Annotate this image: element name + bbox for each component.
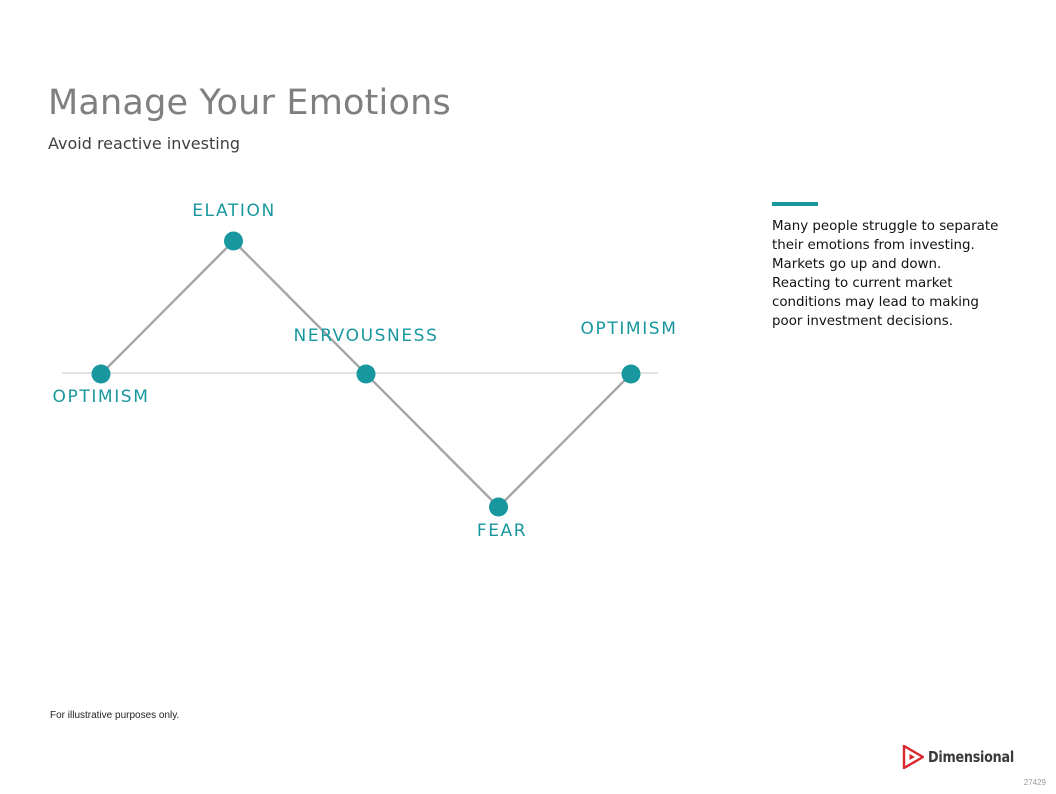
label-optimism-start: OPTIMISM (53, 387, 150, 407)
cycle-labels: OPTIMISM ELATION NERVOUSNESS FEAR OPTIMI… (53, 201, 678, 541)
cycle-points (91, 231, 641, 517)
brand-logo: Dimensional (902, 745, 1029, 769)
brand-name: Dimensional (928, 748, 1014, 766)
point-nervousness (356, 364, 376, 384)
explanation-text: Many people struggle to separate their e… (772, 219, 999, 329)
label-optimism-end: OPTIMISM (581, 319, 678, 339)
page-subtitle: Avoid reactive investing (48, 134, 240, 153)
point-optimism-end (621, 364, 641, 384)
label-elation: ELATION (192, 201, 276, 221)
label-nervousness: NERVOUSNESS (294, 326, 439, 346)
point-fear (489, 497, 508, 517)
label-fear: FEAR (477, 521, 527, 541)
accent-bar (772, 202, 818, 206)
dimensional-logo-icon (902, 745, 924, 769)
point-optimism-start (91, 364, 111, 384)
document-code: 27429 (1023, 778, 1046, 787)
point-elation (224, 231, 243, 251)
page-title: Manage Your Emotions (48, 83, 451, 123)
emotion-cycle-diagram: OPTIMISM ELATION NERVOUSNESS FEAR OPTIMI… (53, 201, 678, 541)
disclaimer-note: For illustrative purposes only. (50, 710, 180, 721)
